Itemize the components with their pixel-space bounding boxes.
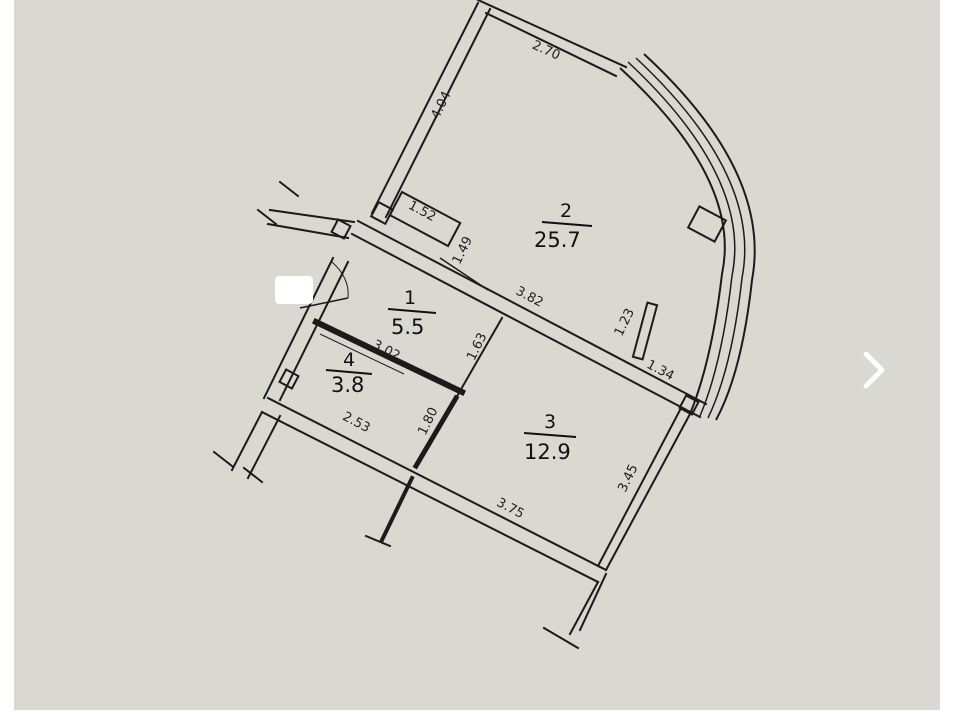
- wall-entrance-outer: [262, 256, 335, 400]
- wall-1-2-a: [356, 219, 708, 406]
- chevron-right-icon: [863, 351, 885, 389]
- curved-wall-line-4: [643, 53, 756, 421]
- wall-room3-right-b: [596, 408, 682, 568]
- dim-3-75: 3.75: [494, 495, 527, 522]
- door-arc: [331, 261, 349, 299]
- dim-1-49: 1.49: [450, 234, 476, 267]
- wall-entrance-inner: [278, 260, 350, 402]
- room-3-underline: [523, 432, 577, 438]
- wall-stub-down: [379, 475, 415, 543]
- room-label-2: 2 25.7: [534, 200, 593, 252]
- entrance-door: [299, 257, 489, 375]
- dim-tick-2: [256, 208, 278, 226]
- room-2-number: 2: [560, 200, 572, 222]
- dim-tick-3: [212, 450, 234, 468]
- dim-1-23: 1.23: [612, 306, 638, 339]
- wall-corner-small-3: [278, 368, 300, 390]
- dim-1-52: 1.52: [406, 198, 439, 225]
- room-4-underline: [325, 369, 373, 375]
- room-label-1: 1 5.5: [387, 287, 437, 339]
- floor-plan-photo: 2 25.7 1 5.5 4 3.8 3 12.9: [14, 0, 940, 710]
- wall-bottom-b: [260, 410, 600, 584]
- room-2-underline: [541, 221, 593, 227]
- dim-2-53: 2.53: [340, 409, 373, 436]
- wall-1-2-b: [350, 232, 702, 419]
- room-3-area: 12.9: [524, 440, 571, 464]
- floor-plan-drawing: 2 25.7 1 5.5 4 3.8 3 12.9: [212, 0, 756, 650]
- door-leaf-2: [439, 257, 489, 291]
- dim-tick-1: [278, 180, 300, 198]
- white-marker-spot: [275, 276, 313, 304]
- dim-tick-6: [542, 626, 580, 650]
- room-1-underline: [387, 308, 437, 314]
- wall-bath-top: [311, 317, 467, 397]
- wall-room3-right-a: [604, 412, 692, 572]
- dimension-labels: 2.70 4.04 1.52 1.49 3.82 1.23 1.34 1.63 …: [340, 38, 677, 522]
- wall-bottom-a: [266, 396, 608, 572]
- bath-door: [319, 333, 405, 375]
- room-label-3: 3 12.9: [523, 411, 577, 464]
- wall-left-lower-b: [246, 414, 282, 480]
- walls: [212, 0, 728, 650]
- wall-corner-small-1: [369, 200, 395, 226]
- room-4-area: 3.8: [331, 373, 364, 397]
- curved-wall-line-2: [627, 61, 736, 417]
- vent-shaft: [686, 205, 728, 243]
- wall-stub-bottom-right: [568, 580, 600, 636]
- room-1-number: 1: [404, 287, 416, 309]
- curved-wall-line-3: [635, 57, 746, 419]
- wall-stub-upper-left-b: [266, 222, 350, 240]
- curved-window-wall: [619, 53, 756, 421]
- room-label-4: 4 3.8: [325, 349, 373, 397]
- wall-room2-left-inner: [384, 7, 492, 219]
- wall-room2-top-inner: [484, 11, 618, 78]
- niche-room2: [388, 190, 462, 248]
- wall-1-3: [454, 316, 504, 400]
- wall-bath-right: [412, 394, 460, 470]
- dim-tick-5: [364, 534, 392, 548]
- wall-stub-room2: [631, 301, 659, 361]
- wall-corner-small-4: [678, 394, 700, 416]
- door-leaf: [299, 297, 349, 309]
- room-3-number: 3: [544, 411, 556, 433]
- next-image-button[interactable]: [852, 340, 896, 400]
- dim-2-70: 2.70: [530, 38, 563, 63]
- wall-room2-left-outer: [370, 1, 480, 215]
- dim-3-82: 3.82: [513, 284, 546, 311]
- wall-stub-bottom-right-b: [578, 572, 608, 632]
- room-2-area: 25.7: [534, 228, 581, 252]
- dim-tick-4: [242, 466, 264, 484]
- wall-left-lower-a: [230, 410, 264, 472]
- room-1-area: 5.5: [391, 315, 424, 339]
- room-labels: 2 25.7 1 5.5 4 3.8 3 12.9: [325, 200, 593, 464]
- wall-corner-small-2: [330, 218, 352, 240]
- room-4-number: 4: [343, 349, 355, 371]
- wall-room2-top-outer: [476, 0, 628, 69]
- curved-wall-line-1: [619, 67, 726, 415]
